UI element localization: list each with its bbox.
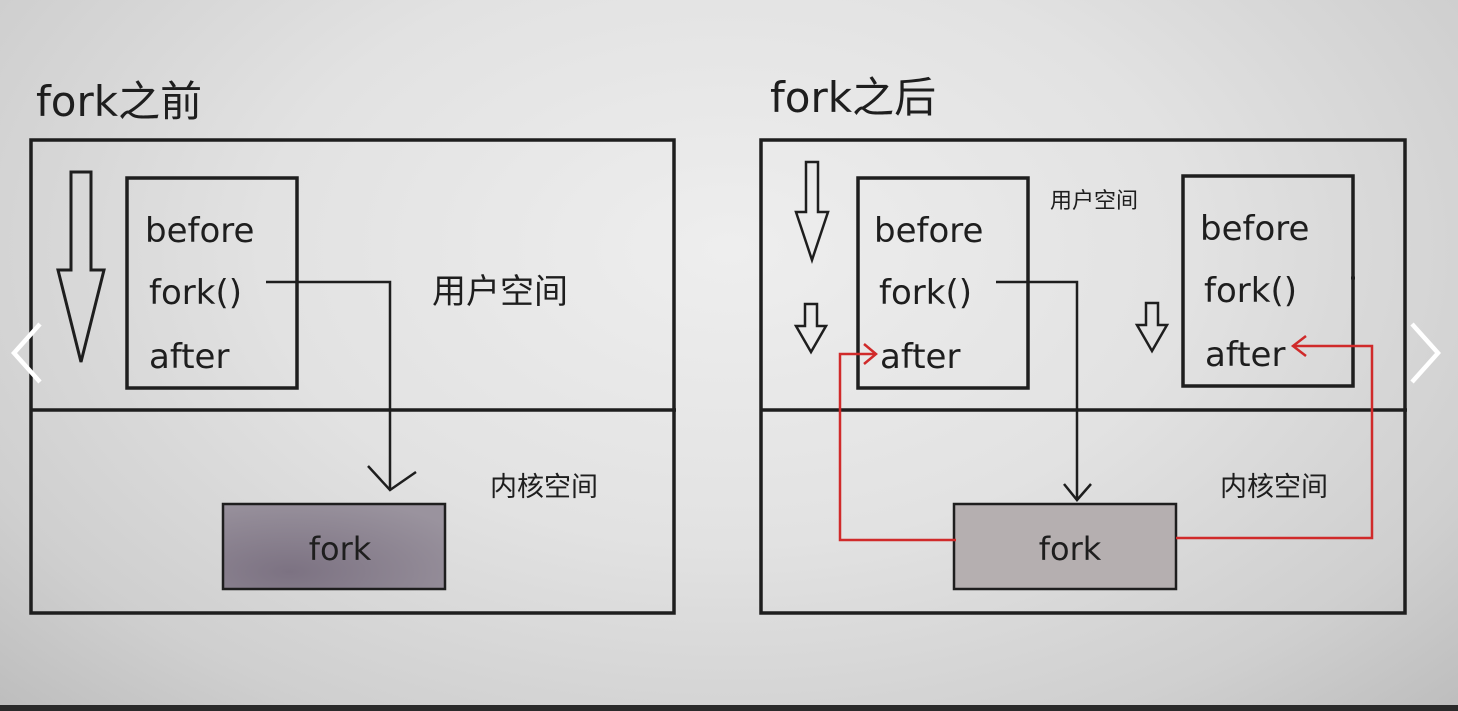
carousel-next-button[interactable] bbox=[1404, 318, 1448, 388]
syscall-arrowhead-icon bbox=[1063, 483, 1092, 502]
parent-return-arrowhead-icon bbox=[863, 343, 878, 365]
child-code-line-after: after bbox=[1205, 335, 1285, 375]
process-outer-box bbox=[759, 138, 1407, 615]
panel-before-title: fork之前 bbox=[36, 77, 202, 126]
parent-continue-arrow-icon bbox=[793, 302, 829, 355]
process-outer-box bbox=[29, 138, 676, 615]
code-line-before: before bbox=[145, 211, 254, 251]
syscall-path-line bbox=[266, 280, 392, 490]
parent-code-line-after: after bbox=[880, 337, 960, 377]
kernel-space-label: 内核空间 bbox=[1220, 472, 1328, 503]
bottom-border bbox=[0, 705, 1458, 711]
child-code-line-before: before bbox=[1200, 209, 1309, 249]
kernel-fork-label: fork bbox=[1039, 530, 1102, 568]
chevron-right-icon bbox=[1410, 322, 1442, 384]
child-code-line-fork: fork() bbox=[1204, 271, 1297, 311]
syscall-path-line bbox=[996, 280, 1079, 500]
user-space-label: 用户空间 bbox=[1050, 189, 1138, 214]
execution-flow-arrow-icon bbox=[56, 170, 106, 363]
kernel-fork-box bbox=[221, 502, 447, 591]
panel-after-title: fork之后 bbox=[770, 73, 936, 122]
parent-return-path bbox=[838, 352, 956, 542]
kernel-fork-box bbox=[952, 502, 1178, 591]
child-return-path bbox=[1176, 344, 1374, 540]
parent-code-line-fork: fork() bbox=[879, 273, 972, 313]
panel-after: fork之后 before fork() after 用户空间 before f… bbox=[759, 73, 1407, 615]
parent-code-line-before: before bbox=[874, 211, 983, 251]
child-continue-arrow-icon bbox=[1134, 301, 1170, 354]
child-return-arrowhead-icon bbox=[1290, 335, 1307, 357]
carousel-prev-button[interactable] bbox=[4, 318, 48, 388]
user-space-label: 用户空间 bbox=[432, 272, 568, 312]
chevron-left-icon bbox=[10, 322, 42, 384]
panel-before: fork之前 before fork() after 用户空间 内核空间 for… bbox=[29, 77, 676, 615]
code-line-after: after bbox=[149, 337, 229, 377]
syscall-arrowhead-icon bbox=[367, 465, 417, 492]
kernel-space-label: 内核空间 bbox=[490, 472, 598, 503]
kernel-fork-label: fork bbox=[309, 530, 372, 568]
execution-flow-arrow-icon bbox=[794, 160, 830, 264]
child-code-box bbox=[1181, 174, 1355, 388]
code-line-fork: fork() bbox=[149, 273, 242, 313]
